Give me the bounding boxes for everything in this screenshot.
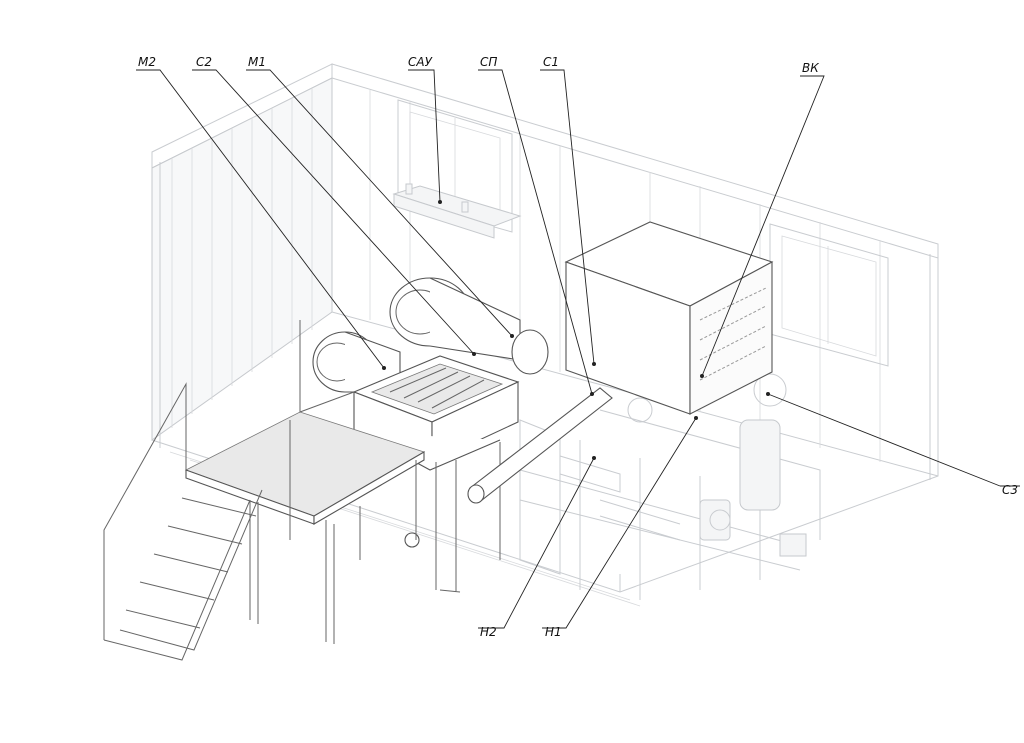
label-c1: С1 [543, 55, 559, 69]
label-m1: М1 [248, 55, 266, 69]
label-c2: С2 [196, 55, 212, 69]
boiler-box [564, 221, 774, 415]
leader-lines [136, 69, 1020, 629]
motor-m2 [312, 331, 401, 393]
label-n1: Н1 [545, 625, 562, 639]
label-c3: С3 [1002, 483, 1018, 497]
platform [184, 411, 425, 644]
screw-conveyor [467, 387, 613, 504]
label-sp: СП [480, 55, 497, 69]
label-m2: М2 [138, 55, 156, 69]
control-unit [392, 183, 522, 239]
motor-m1 [389, 277, 549, 375]
hopper [352, 355, 520, 593]
label-vk: ВК [802, 61, 819, 75]
label-n2: Н2 [480, 625, 497, 639]
stairs [103, 320, 355, 661]
piping-frame [519, 373, 821, 600]
label-sau: САУ [408, 55, 433, 69]
